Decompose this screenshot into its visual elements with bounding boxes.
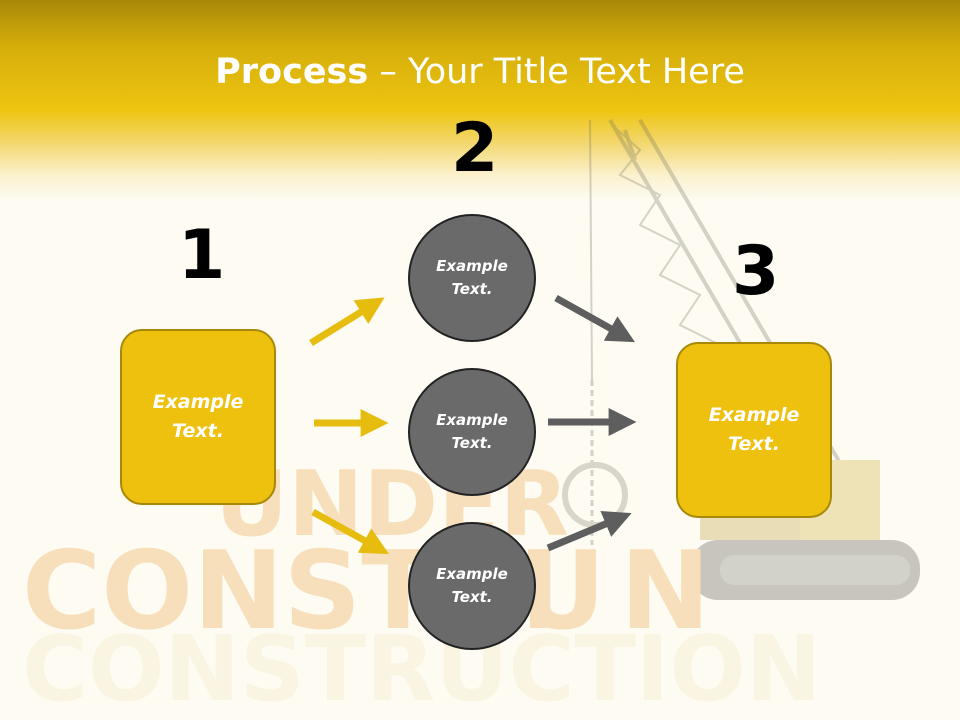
step-1-box: Example Text. (120, 329, 276, 505)
circle-middle: Example Text. (408, 368, 536, 496)
step-3-box-text: Example Text. (708, 404, 800, 455)
step-3-box: Example Text. (676, 342, 832, 518)
circle-middle-text: Example Text. (436, 411, 508, 452)
svg-text:CONSTRUCTION: CONSTRUCTION (22, 617, 821, 720)
step-number-1: 1 (178, 216, 226, 295)
step-number-2: 2 (451, 109, 499, 188)
circle-bottom-text: Example Text. (436, 565, 508, 606)
step-1-box-text: Example Text. (152, 391, 244, 442)
arrow-to-circle-top (309, 297, 385, 346)
svg-text:N: N (620, 529, 710, 654)
arrow-from-circle-bottom (546, 511, 632, 552)
title-rest-part: – Your Title Text Here (368, 52, 745, 92)
slide-title: Process – Your Title Text Here (0, 52, 960, 92)
circle-top-text: Example Text. (436, 257, 508, 298)
circle-top: Example Text. (408, 214, 536, 342)
circle-bottom: Example Text. (408, 522, 536, 650)
step-number-3: 3 (732, 232, 780, 311)
title-band-background (0, 0, 960, 200)
arrow-to-circle-bottom (311, 508, 390, 555)
arrow-from-circle-top (554, 294, 635, 343)
title-bold-part: Process (215, 52, 369, 92)
